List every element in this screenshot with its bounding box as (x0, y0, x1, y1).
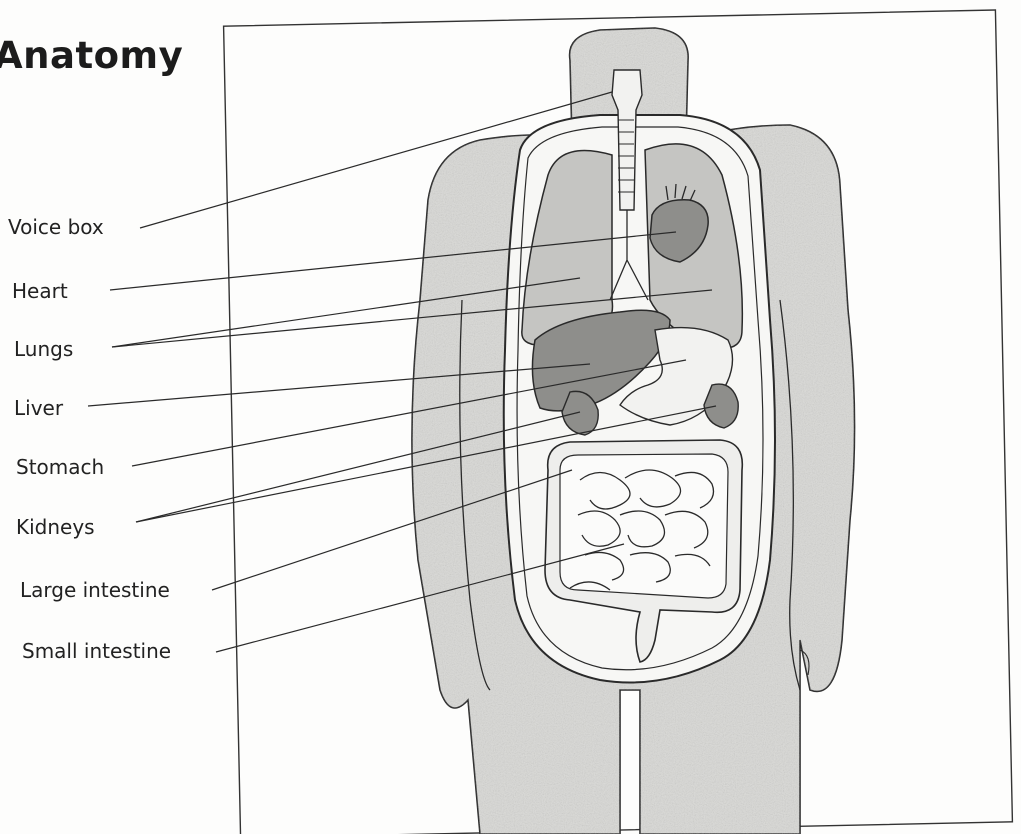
anatomy-illustration (0, 0, 1021, 834)
anatomy-diagram-page: Anatomy Voice box Heart Lungs Liver Stom… (0, 0, 1021, 834)
